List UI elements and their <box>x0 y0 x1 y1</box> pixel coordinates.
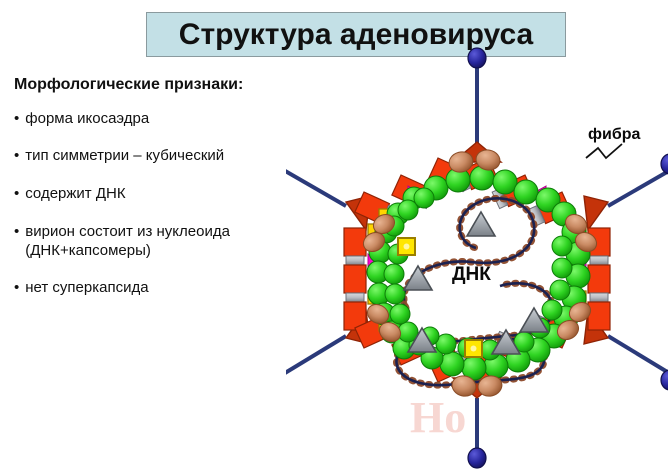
bullet-icon: • <box>14 147 20 165</box>
internal-marker-group <box>397 210 550 358</box>
list-item-label: вирион состоит из нуклеоида (ДНК+капсоме… <box>25 222 230 259</box>
marker-triangle-gray <box>518 306 550 333</box>
list-item-label: форма икосаэдра <box>25 109 150 127</box>
fiber-upper-left <box>286 169 347 208</box>
bullet-icon: • <box>14 279 20 297</box>
fiber-knob-icon <box>467 47 487 69</box>
list-item-label: содержит ДНК <box>25 185 126 203</box>
fiber-group <box>286 47 668 469</box>
list-item: • нет суперкапсида <box>14 279 314 298</box>
list-item-label: нет суперкапсида <box>25 279 149 297</box>
page-title: Структура аденовируса <box>178 17 534 51</box>
fiber-lower-left <box>286 334 348 375</box>
list-item-label: тип симметрии – кубический <box>25 147 225 165</box>
marker-triangle-gray <box>490 328 522 355</box>
fiber-bottom <box>467 398 487 469</box>
fiber-lower-right <box>606 334 668 391</box>
dna-label: ДНК <box>452 264 491 285</box>
fiber-knob-icon <box>660 369 668 391</box>
fiber-callout-leader <box>585 143 623 160</box>
list-item: • тип симметрии – кубический <box>14 147 314 166</box>
fiber-upper-right <box>607 153 668 208</box>
fiber-knob-icon <box>467 447 487 469</box>
fiber-knob-icon <box>660 153 668 175</box>
list-item: • вирион состоит из нуклеоида (ДНК+капсо… <box>14 223 314 261</box>
bullet-icon: • <box>14 109 20 127</box>
dna-backbone-upper <box>402 197 536 309</box>
marker-triangle-gray <box>402 264 434 291</box>
penton-base-upper-right <box>583 195 610 232</box>
morphology-text-panel: Морфологические признаки: • форма икосаэ… <box>14 76 314 317</box>
list-item: • содержит ДНК <box>14 185 314 204</box>
adenovirus-svg <box>286 47 668 469</box>
adenovirus-diagram <box>286 46 668 476</box>
fiber-top <box>467 47 487 146</box>
list-item: • форма икосаэдра <box>14 110 314 129</box>
fiber-label: фибра <box>588 126 641 143</box>
marker-triangle-gray <box>406 326 438 353</box>
panel-heading: Морфологические признаки: <box>14 76 244 93</box>
marker-triangle-gray <box>465 210 497 237</box>
bullet-icon: • <box>14 222 20 240</box>
bullet-icon: • <box>14 185 20 203</box>
slide-title-box: Структура аденовируса <box>146 12 566 57</box>
core-protein-group <box>362 149 598 397</box>
dna-dots-upper <box>400 194 538 312</box>
